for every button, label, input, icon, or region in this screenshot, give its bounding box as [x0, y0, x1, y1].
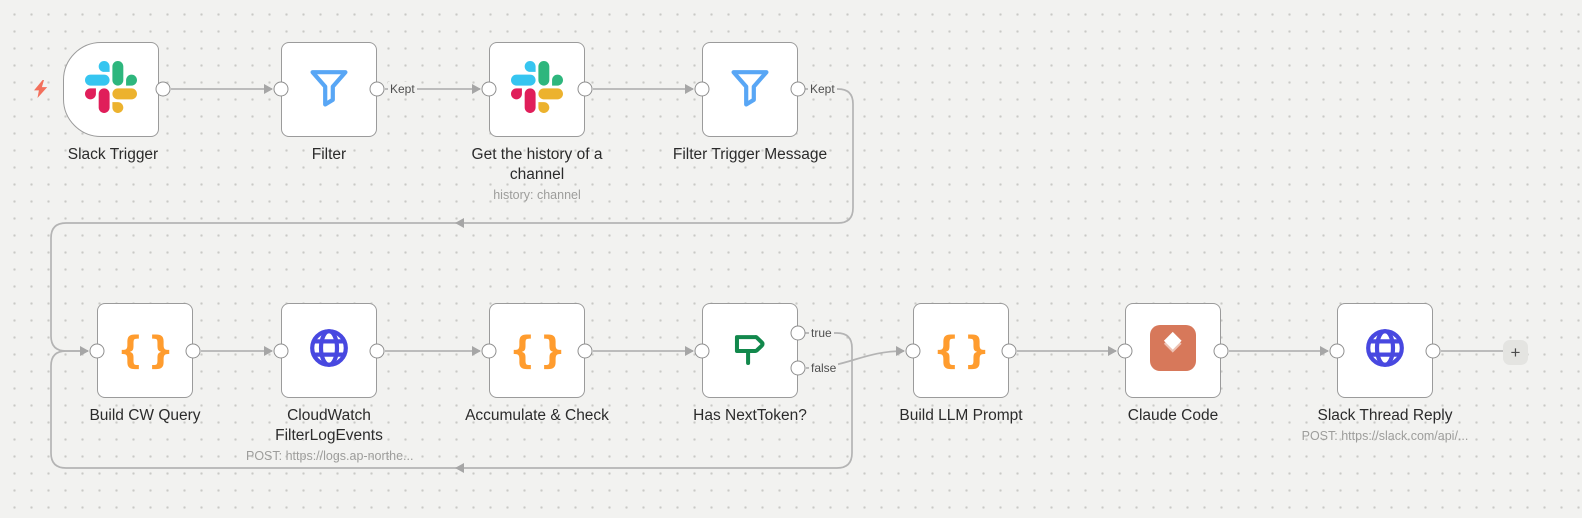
node-subtitle: POST: https://logs.ap-northe... [246, 449, 414, 464]
node-label-accumulate-check: Accumulate & Check [417, 406, 657, 426]
node-label-build-cw-query: Build CW Query [25, 406, 265, 426]
port-input-build-llm-prompt[interactable] [905, 343, 921, 359]
node-label-filter: Filter [209, 145, 449, 165]
globe-icon [1361, 324, 1409, 377]
node-filter-trigger-message[interactable] [702, 42, 798, 137]
node-title: Filter [311, 146, 347, 163]
node-subtitle: POST: https://slack.com/api/... [1301, 429, 1469, 444]
globe-icon [305, 324, 353, 377]
node-title: Has NextToken? [693, 407, 807, 424]
node-title: Build LLM Prompt [899, 407, 1023, 424]
port-output-build-cw-query[interactable] [185, 343, 201, 359]
claude-code-icon [1150, 325, 1196, 376]
port-input-get-channel-history[interactable] [481, 81, 497, 97]
port-input-cloudwatch[interactable] [273, 343, 289, 359]
node-label-slack-trigger: Slack Trigger [0, 145, 233, 165]
node-title: Claude Code [1127, 407, 1219, 424]
node-label-claude-code: Claude Code [1053, 406, 1293, 426]
node-label-has-nexttoken: Has NextToken? [630, 406, 870, 426]
node-slack-thread-reply[interactable] [1337, 303, 1433, 398]
node-get-channel-history[interactable] [489, 42, 585, 137]
port-input-filter-trigger-message[interactable] [694, 81, 710, 97]
code-braces-icon: {} [509, 329, 570, 372]
filter-funnel-icon [305, 63, 353, 116]
node-cloudwatch-filterlogevents[interactable] [281, 303, 377, 398]
lightning-bolt-icon [33, 80, 49, 103]
node-has-nexttoken[interactable] [702, 303, 798, 398]
port-output-filter-trigger-message[interactable] [790, 81, 806, 97]
node-title: Filter Trigger Message [672, 146, 828, 163]
port-output-claude-code[interactable] [1213, 343, 1229, 359]
port-input-slack-thread-reply[interactable] [1329, 343, 1345, 359]
node-label-slack-thread-reply: Slack Thread Reply POST: https://slack.c… [1255, 406, 1515, 443]
output-label-ftm-kept: Kept [808, 82, 837, 96]
code-braces-icon: {} [117, 329, 178, 372]
port-output-false-has-nexttoken[interactable] [790, 360, 806, 376]
port-input-build-cw-query[interactable] [89, 343, 105, 359]
port-output-cloudwatch[interactable] [369, 343, 385, 359]
port-output-accumulate-check[interactable] [577, 343, 593, 359]
edge-ftm-kept-loop [50, 88, 854, 352]
node-title: Slack Trigger [67, 146, 159, 163]
node-build-cw-query[interactable]: {} [97, 303, 193, 398]
node-title: CloudWatch FilterLogEvents [275, 407, 383, 445]
port-input-claude-code[interactable] [1117, 343, 1133, 359]
filter-funnel-icon [726, 63, 774, 116]
node-slack-trigger[interactable] [63, 42, 159, 137]
slack-icon [511, 61, 563, 118]
port-input-has-nexttoken[interactable] [694, 343, 710, 359]
edge-true-loop [50, 332, 853, 469]
node-claude-code[interactable] [1125, 303, 1221, 398]
node-label-get-channel-history: Get the history of a channel history: ch… [454, 145, 620, 202]
code-braces-icon: {} [933, 329, 994, 372]
port-output-slack-trigger[interactable] [155, 81, 171, 97]
slack-icon [85, 61, 137, 118]
if-signpost-icon [727, 325, 773, 376]
node-build-llm-prompt[interactable]: {} [913, 303, 1009, 398]
output-label-filter-kept: Kept [388, 82, 417, 96]
add-node-button[interactable]: + [1503, 340, 1528, 365]
node-title: Build CW Query [89, 407, 201, 424]
output-label-true: true [809, 326, 834, 340]
node-filter[interactable] [281, 42, 377, 137]
port-input-filter[interactable] [273, 81, 289, 97]
output-label-false: false [809, 361, 839, 375]
port-output-slack-thread-reply[interactable] [1425, 343, 1441, 359]
node-subtitle: history: channel [493, 188, 581, 203]
port-output-filter[interactable] [369, 81, 385, 97]
port-output-true-has-nexttoken[interactable] [790, 325, 806, 341]
node-accumulate-check[interactable]: {} [489, 303, 585, 398]
node-title: Slack Thread Reply [1317, 407, 1453, 424]
node-label-cloudwatch: CloudWatch FilterLogEvents POST: https:/… [246, 406, 414, 464]
node-label-filter-trigger-message: Filter Trigger Message [630, 145, 870, 165]
port-input-accumulate-check[interactable] [481, 343, 497, 359]
port-output-build-llm-prompt[interactable] [1001, 343, 1017, 359]
node-label-build-llm-prompt: Build LLM Prompt [841, 406, 1081, 426]
node-title: Get the history of a channel [471, 146, 603, 184]
port-output-get-channel-history[interactable] [577, 81, 593, 97]
node-title: Accumulate & Check [465, 407, 609, 424]
